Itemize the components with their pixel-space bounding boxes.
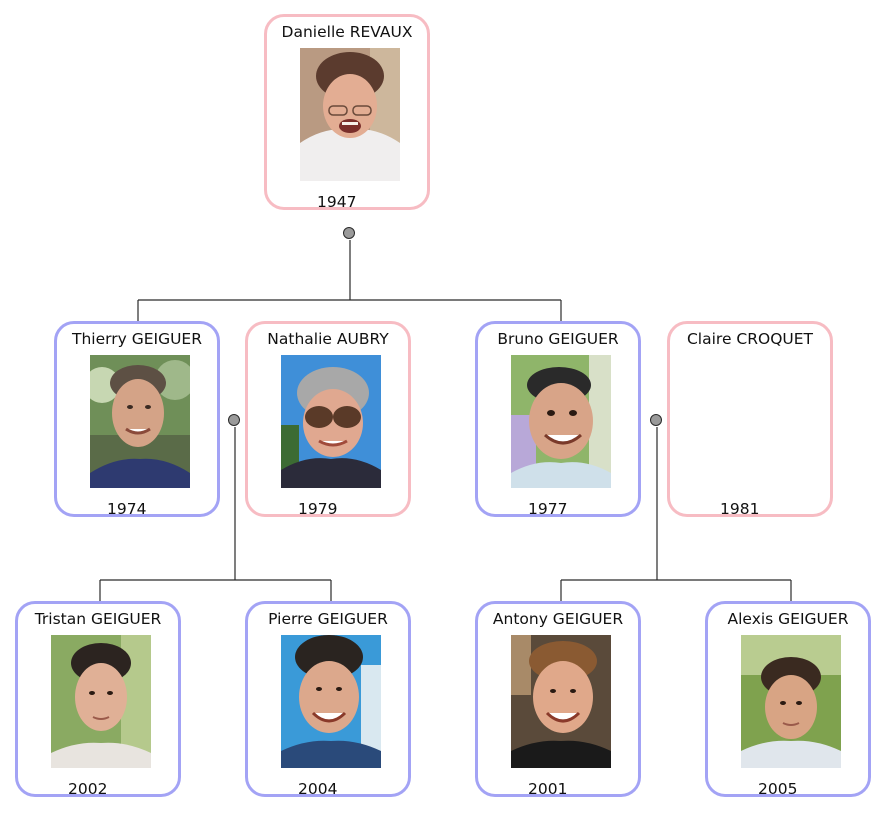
person-birth-year: 1981 [720, 500, 760, 518]
person-birth-year: 2005 [758, 780, 798, 798]
person-birth-year: 1977 [528, 500, 568, 518]
person-photo [281, 355, 381, 488]
person-name: Antony GEIGUER [492, 610, 624, 628]
person-card-antony-geiguer[interactable]: Antony GEIGUER 2001 [475, 601, 641, 798]
person-birth-year: 2002 [68, 780, 108, 798]
person-name: Tristan GEIGUER [34, 610, 162, 628]
union-dot[interactable] [228, 414, 240, 426]
person-birth-year: 1979 [298, 500, 338, 518]
person-card-pierre-geiguer[interactable]: Pierre GEIGUER 2004 [245, 601, 411, 798]
person-card-thierry-geiguer[interactable]: Thierry GEIGUER 1974 [54, 321, 220, 518]
person-photo [281, 635, 381, 768]
person-birth-year: 1974 [107, 500, 147, 518]
union-dot[interactable] [650, 414, 662, 426]
person-photo [511, 635, 611, 768]
person-card-danielle-revaux[interactable]: Danielle REVAUX 1947 [264, 14, 430, 211]
person-photo [741, 635, 841, 768]
person-photo [90, 355, 190, 488]
person-name: Nathalie AUBRY [267, 330, 389, 348]
person-card-bruno-geiguer[interactable]: Bruno GEIGUER 1977 [475, 321, 641, 518]
person-name: Bruno GEIGUER [497, 330, 619, 348]
person-name: Claire CROQUET [686, 330, 814, 348]
person-birth-year: 2004 [298, 780, 338, 798]
person-birth-year: 1947 [317, 193, 357, 211]
union-dot[interactable] [343, 227, 355, 239]
person-card-tristan-geiguer[interactable]: Tristan GEIGUER 2002 [15, 601, 181, 798]
person-name: Pierre GEIGUER [268, 610, 388, 628]
person-name: Danielle REVAUX [281, 23, 413, 41]
person-card-alexis-geiguer[interactable]: Alexis GEIGUER 2005 [705, 601, 871, 798]
person-card-nathalie-aubry[interactable]: Nathalie AUBRY 1979 [245, 321, 411, 518]
person-birth-year: 2001 [528, 780, 568, 798]
person-photo [300, 48, 400, 181]
person-photo [51, 635, 151, 768]
person-card-claire-croquet[interactable]: Claire CROQUET 1981 [667, 321, 833, 518]
person-photo [511, 355, 611, 488]
person-name: Thierry GEIGUER [71, 330, 202, 348]
person-name: Alexis GEIGUER [727, 610, 849, 628]
